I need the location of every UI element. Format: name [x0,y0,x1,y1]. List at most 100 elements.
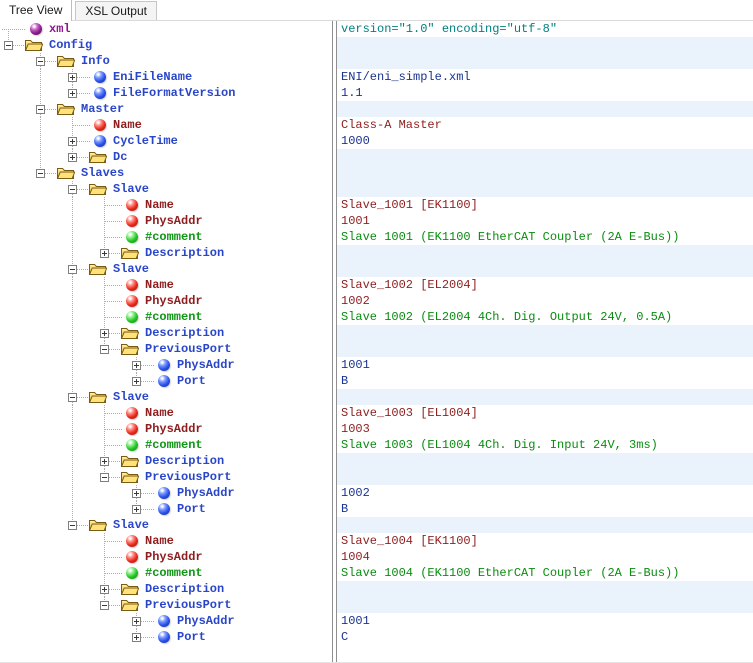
xml-declaration-icon[interactable] [30,23,42,35]
element-icon[interactable] [158,359,170,371]
expand-icon[interactable] [132,377,141,386]
node-value-cell[interactable]: 1001 [337,213,753,229]
attribute-icon[interactable] [126,279,138,291]
node-value-cell[interactable]: 1004 [337,549,753,565]
folder-icon[interactable] [88,150,108,165]
node-label[interactable]: Description [145,246,225,260]
node-label[interactable]: Name [145,406,174,420]
element-icon[interactable] [158,375,170,387]
node-label[interactable]: Slave [113,518,150,532]
attribute-icon[interactable] [126,535,138,547]
folder-icon[interactable] [56,166,76,181]
folder-icon[interactable] [88,518,108,533]
expand-icon[interactable] [132,633,141,642]
node-value-cell[interactable]: 1000 [337,133,753,149]
node-label[interactable]: PhysAddr [145,422,203,436]
node-value-cell[interactable] [337,149,753,165]
node-value-cell[interactable] [337,453,753,469]
collapse-icon[interactable] [4,41,13,50]
node-value-cell[interactable] [337,325,753,341]
expand-icon[interactable] [100,585,109,594]
expand-icon[interactable] [132,617,141,626]
node-label[interactable]: PhysAddr [177,614,235,628]
node-value-cell[interactable]: ENI/eni_simple.xml [337,69,753,85]
node-label[interactable]: PreviousPort [145,342,232,356]
attribute-icon[interactable] [126,407,138,419]
node-value-cell[interactable] [337,165,753,181]
folder-icon[interactable] [120,598,140,613]
node-label[interactable]: Slave [113,182,150,196]
folder-icon[interactable] [88,390,108,405]
tab-tree-view[interactable]: Tree View [0,0,73,21]
node-value-cell[interactable] [337,245,753,261]
collapse-icon[interactable] [100,601,109,610]
node-label[interactable]: Master [81,102,125,116]
node-value-cell[interactable]: Slave 1003 (EL1004 4Ch. Dig. Input 24V, … [337,437,753,453]
collapse-icon[interactable] [100,345,109,354]
node-label[interactable]: CycleTime [113,134,178,148]
node-label[interactable]: Port [177,502,206,516]
node-value-cell[interactable]: Slave_1004 [EK1100] [337,533,753,549]
expand-icon[interactable] [68,89,77,98]
expand-icon[interactable] [100,329,109,338]
node-label[interactable]: Slave [113,262,150,276]
attribute-icon[interactable] [126,423,138,435]
node-value-cell[interactable] [337,469,753,485]
comment-icon[interactable] [126,567,138,579]
expand-icon[interactable] [68,153,77,162]
expand-icon[interactable] [132,361,141,370]
folder-icon[interactable] [120,470,140,485]
node-label[interactable]: Name [145,278,174,292]
folder-icon[interactable] [88,182,108,197]
element-icon[interactable] [158,631,170,643]
collapse-icon[interactable] [68,393,77,402]
node-label[interactable]: #comment [145,438,203,452]
comment-icon[interactable] [126,231,138,243]
node-value-cell[interactable] [337,261,753,277]
collapse-icon[interactable] [36,169,45,178]
node-label[interactable]: Slaves [81,166,125,180]
node-label[interactable]: Info [81,54,110,68]
node-value-cell[interactable]: 1002 [337,485,753,501]
attribute-icon[interactable] [126,551,138,563]
node-value-cell[interactable]: 1.1 [337,85,753,101]
node-label[interactable]: PhysAddr [145,294,203,308]
node-label[interactable]: Description [145,454,225,468]
folder-icon[interactable] [56,102,76,117]
node-label[interactable]: #comment [145,230,203,244]
panel-splitter[interactable] [332,21,333,662]
node-label[interactable]: Description [145,582,225,596]
node-value-cell[interactable] [337,181,753,197]
folder-icon[interactable] [24,38,44,53]
node-label[interactable]: Port [177,630,206,644]
node-value-cell[interactable] [337,517,753,533]
node-value-cell[interactable]: 1001 [337,357,753,373]
node-label[interactable]: Description [145,326,225,340]
node-label[interactable]: Config [49,38,93,52]
collapse-icon[interactable] [36,105,45,114]
node-label[interactable]: Name [145,198,174,212]
attribute-icon[interactable] [94,119,106,131]
node-value-cell[interactable]: 1002 [337,293,753,309]
expand-icon[interactable] [132,489,141,498]
node-value-cell[interactable] [337,389,753,405]
node-value-cell[interactable]: Slave 1002 (EL2004 4Ch. Dig. Output 24V,… [337,309,753,325]
node-label[interactable]: FileFormatVersion [113,86,236,100]
node-value-cell[interactable]: Slave 1001 (EK1100 EtherCAT Coupler (2A … [337,229,753,245]
node-value-cell[interactable]: B [337,501,753,517]
node-label[interactable]: PhysAddr [177,358,235,372]
node-label[interactable]: #comment [145,566,203,580]
node-value-cell[interactable] [337,581,753,597]
node-value-cell[interactable]: version="1.0" encoding="utf-8" [337,21,753,37]
attribute-icon[interactable] [126,215,138,227]
node-value-cell[interactable]: Class-A Master [337,117,753,133]
collapse-icon[interactable] [100,473,109,482]
node-label[interactable]: xml [49,22,71,36]
expand-icon[interactable] [68,73,77,82]
node-label[interactable]: Name [113,118,142,132]
node-value-cell[interactable] [337,101,753,117]
node-label[interactable]: Name [145,534,174,548]
node-label[interactable]: EniFileName [113,70,193,84]
folder-icon[interactable] [120,326,140,341]
node-label[interactable]: PhysAddr [177,486,235,500]
